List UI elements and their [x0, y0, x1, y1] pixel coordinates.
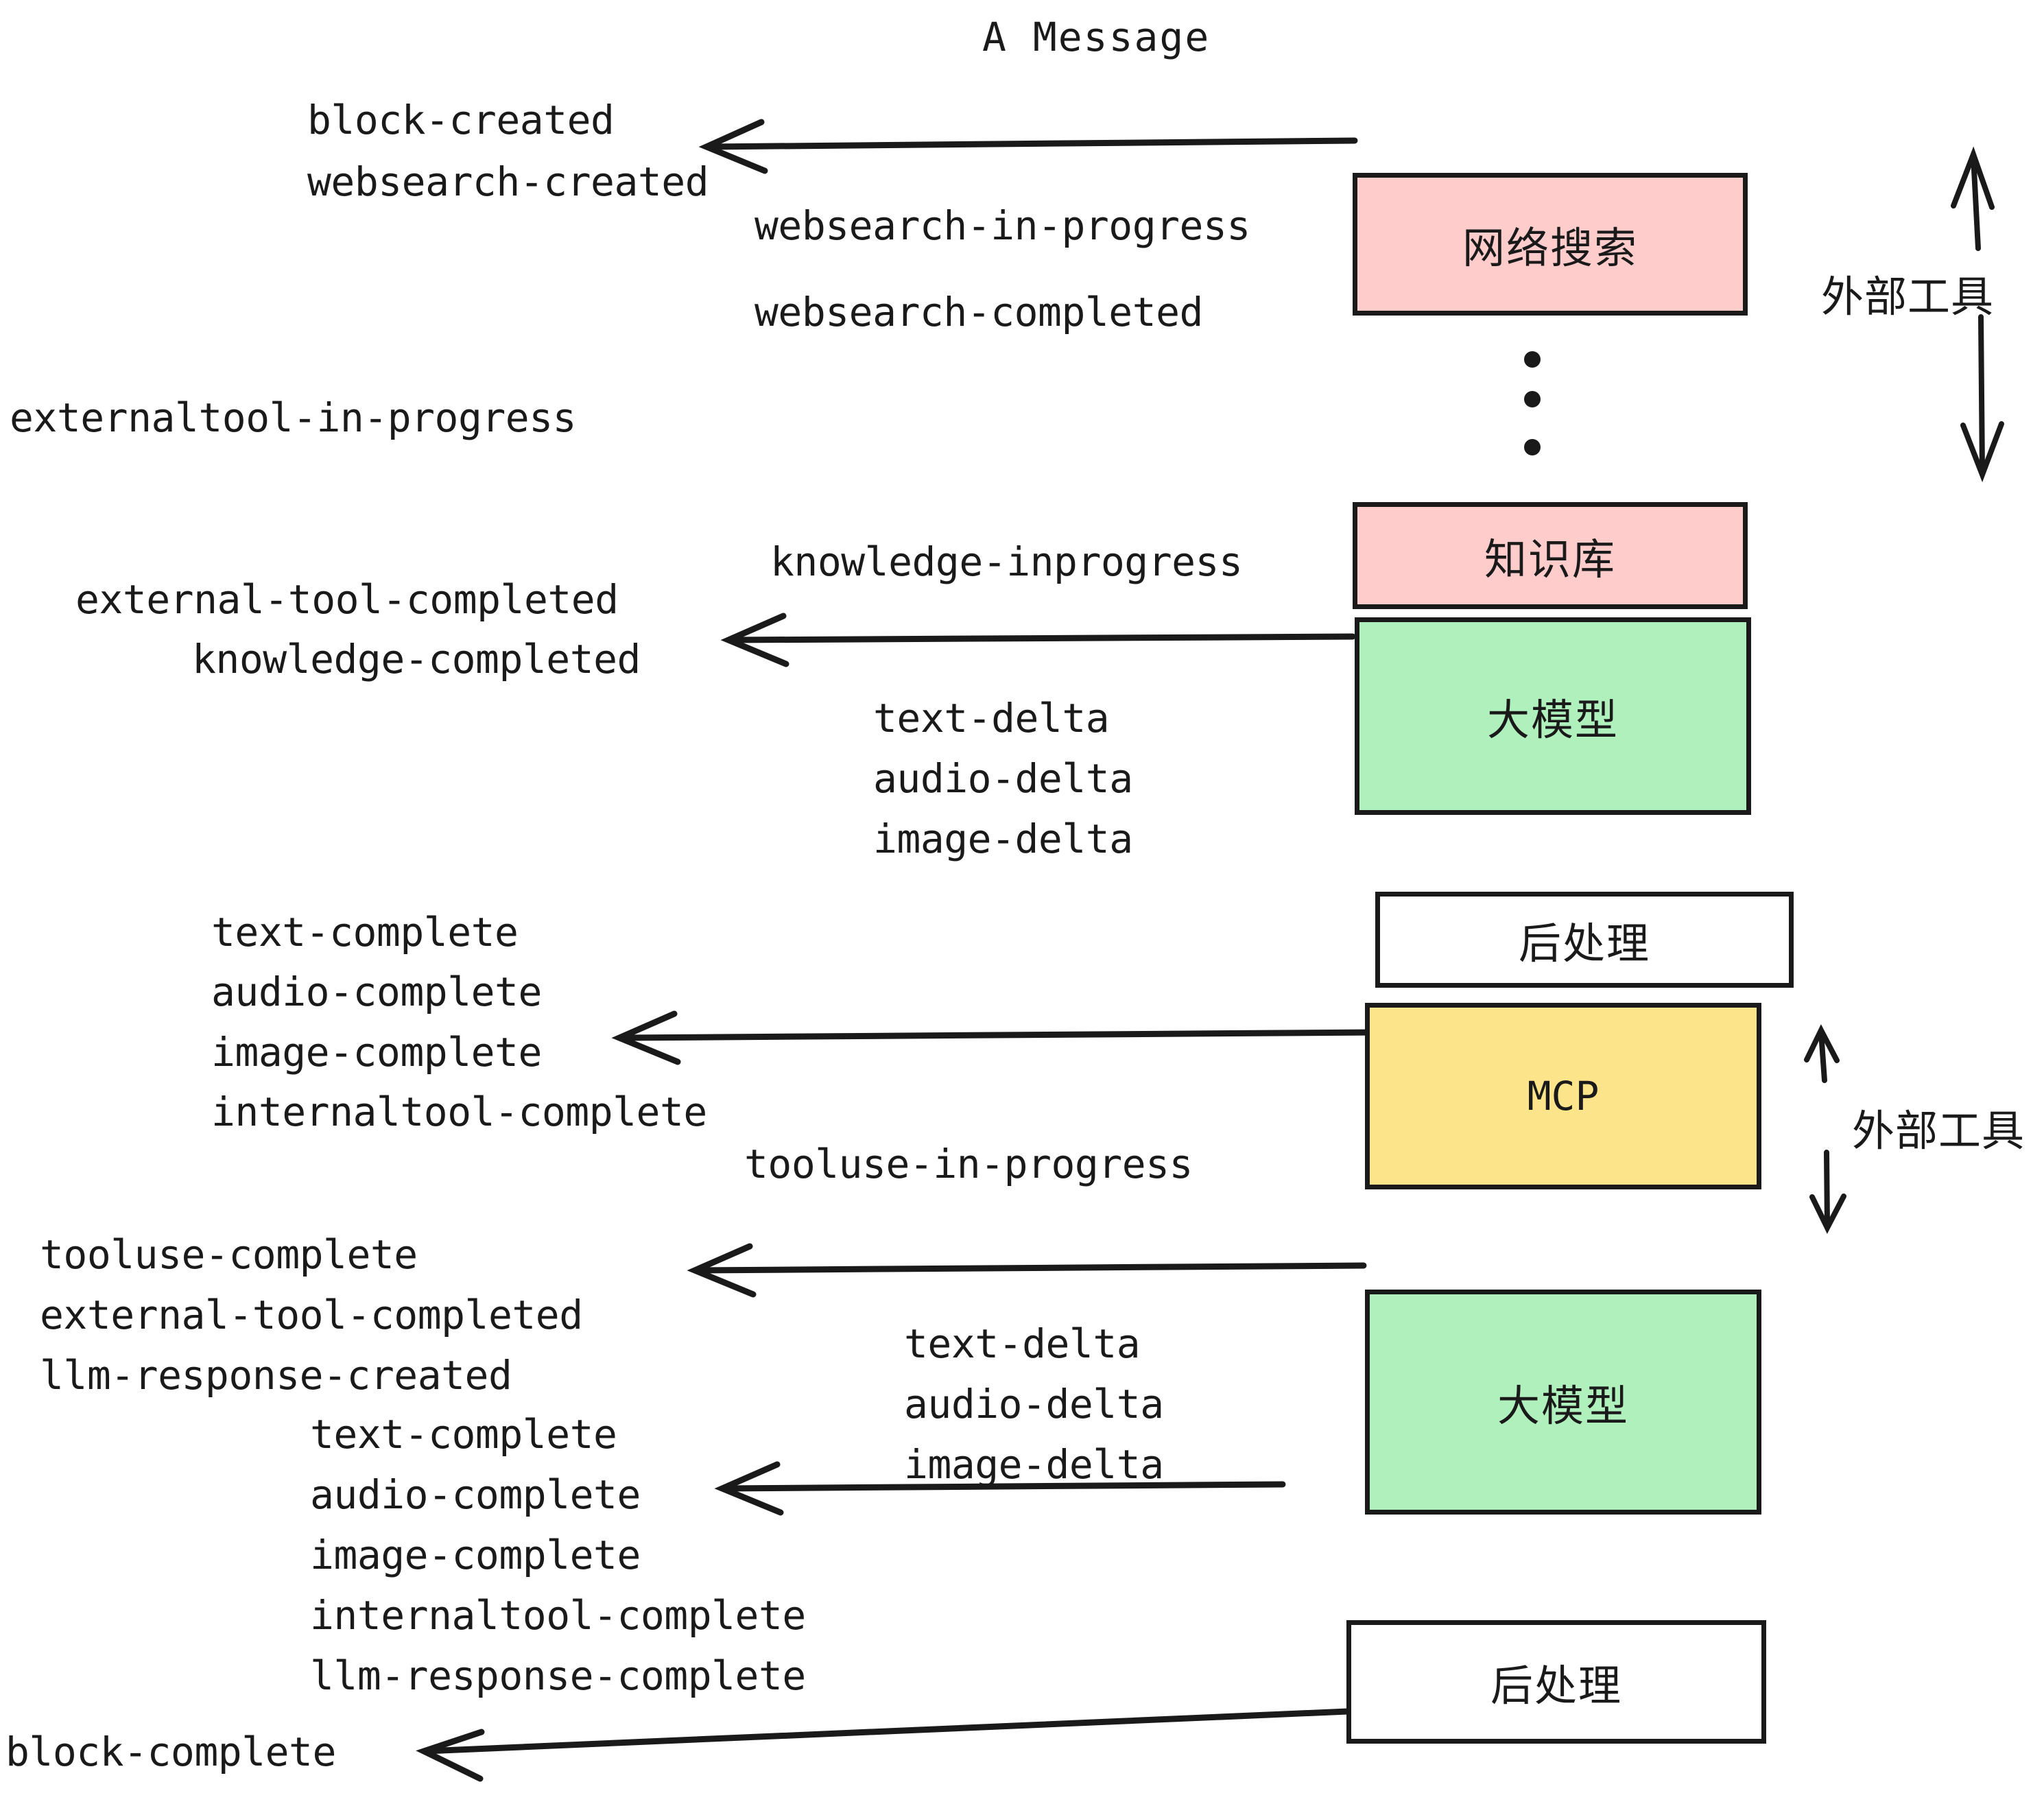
arrow-external-tools-bottom-up	[1804, 1024, 1840, 1083]
event-text-delta-1: text-delta	[873, 695, 1110, 741]
event-external-tool-completed-2: external-tool-completed	[40, 1292, 583, 1338]
node-websearch-label: 网络搜索	[1462, 223, 1638, 273]
node-postprocess-2-label: 后处理	[1490, 1661, 1622, 1711]
event-image-delta-2: image-delta	[904, 1441, 1164, 1488]
arrow-mcp-to-tooluse-complete	[687, 1243, 1367, 1298]
ellipsis-dot	[1524, 439, 1541, 455]
arrow-knowledge-to-completed	[720, 613, 1356, 667]
arrow-external-tools-top-down	[1960, 314, 2004, 483]
page-title: A Message	[982, 14, 1211, 60]
node-llm-1[interactable]: 大模型	[1355, 617, 1751, 815]
node-llm-2[interactable]: 大模型	[1365, 1290, 1761, 1515]
node-llm-1-label: 大模型	[1486, 695, 1619, 745]
event-tooluse-complete: tooluse-complete	[40, 1231, 418, 1278]
event-llm-response-complete: llm-response-complete	[310, 1652, 806, 1699]
event-websearch-in-progress: websearch-in-progress	[754, 202, 1250, 249]
ellipsis-dot	[1524, 391, 1541, 407]
arrow-websearch-to-created	[698, 119, 1358, 174]
node-knowledge-label: 知识库	[1484, 534, 1616, 584]
event-tooluse-in-progress: tooluse-in-progress	[744, 1141, 1193, 1187]
event-internaltool-complete-1: internaltool-complete	[211, 1089, 707, 1135]
event-text-complete-1: text-complete	[211, 909, 519, 956]
event-audio-delta-2: audio-delta	[904, 1381, 1164, 1427]
event-knowledge-completed: knowledge-completed	[192, 636, 641, 683]
event-block-created: block-created	[307, 97, 615, 143]
event-text-delta-2: text-delta	[904, 1320, 1141, 1367]
event-audio-complete-2: audio-complete	[310, 1471, 641, 1518]
event-text-complete-2: text-complete	[310, 1411, 617, 1458]
node-postprocess-1[interactable]: 后处理	[1375, 892, 1794, 988]
arrow-external-tools-bottom-down	[1809, 1150, 1846, 1234]
arrow-postproc1-to-image-complete	[611, 1010, 1381, 1065]
node-websearch[interactable]: 网络搜索	[1353, 173, 1748, 316]
side-label-external-tools-bottom: 外部工具	[1852, 1106, 2025, 1156]
event-audio-delta-1: audio-delta	[873, 755, 1133, 802]
event-websearch-created: websearch-created	[307, 158, 709, 205]
event-internaltool-complete-2: internaltool-complete	[310, 1592, 806, 1639]
event-websearch-completed: websearch-completed	[754, 289, 1203, 335]
node-knowledge[interactable]: 知识库	[1353, 502, 1748, 609]
event-image-complete-2: image-complete	[310, 1532, 641, 1578]
event-external-tool-completed-1: external-tool-completed	[75, 576, 619, 623]
event-block-complete: block-complete	[5, 1729, 336, 1775]
event-externaltool-in-progress: externaltool-in-progress	[10, 394, 577, 441]
event-image-delta-1: image-delta	[873, 816, 1133, 862]
node-llm-2-label: 大模型	[1497, 1381, 1629, 1431]
ellipsis-dot	[1524, 351, 1541, 368]
event-knowledge-inprogress: knowledge-inprogress	[770, 538, 1243, 585]
event-audio-complete-1: audio-complete	[211, 969, 542, 1015]
event-llm-response-created: llm-response-created	[40, 1352, 512, 1399]
node-mcp[interactable]: MCP	[1365, 1003, 1761, 1189]
event-image-complete-1: image-complete	[211, 1029, 542, 1076]
node-postprocess-1-label: 后处理	[1518, 918, 1650, 969]
node-mcp-label: MCP	[1527, 1073, 1600, 1119]
node-postprocess-2[interactable]: 后处理	[1346, 1620, 1766, 1744]
arrow-external-tools-top-up	[1951, 146, 1995, 251]
side-label-external-tools-top: 外部工具	[1821, 272, 1995, 322]
arrow-postproc2-to-block-complete	[416, 1708, 1351, 1782]
